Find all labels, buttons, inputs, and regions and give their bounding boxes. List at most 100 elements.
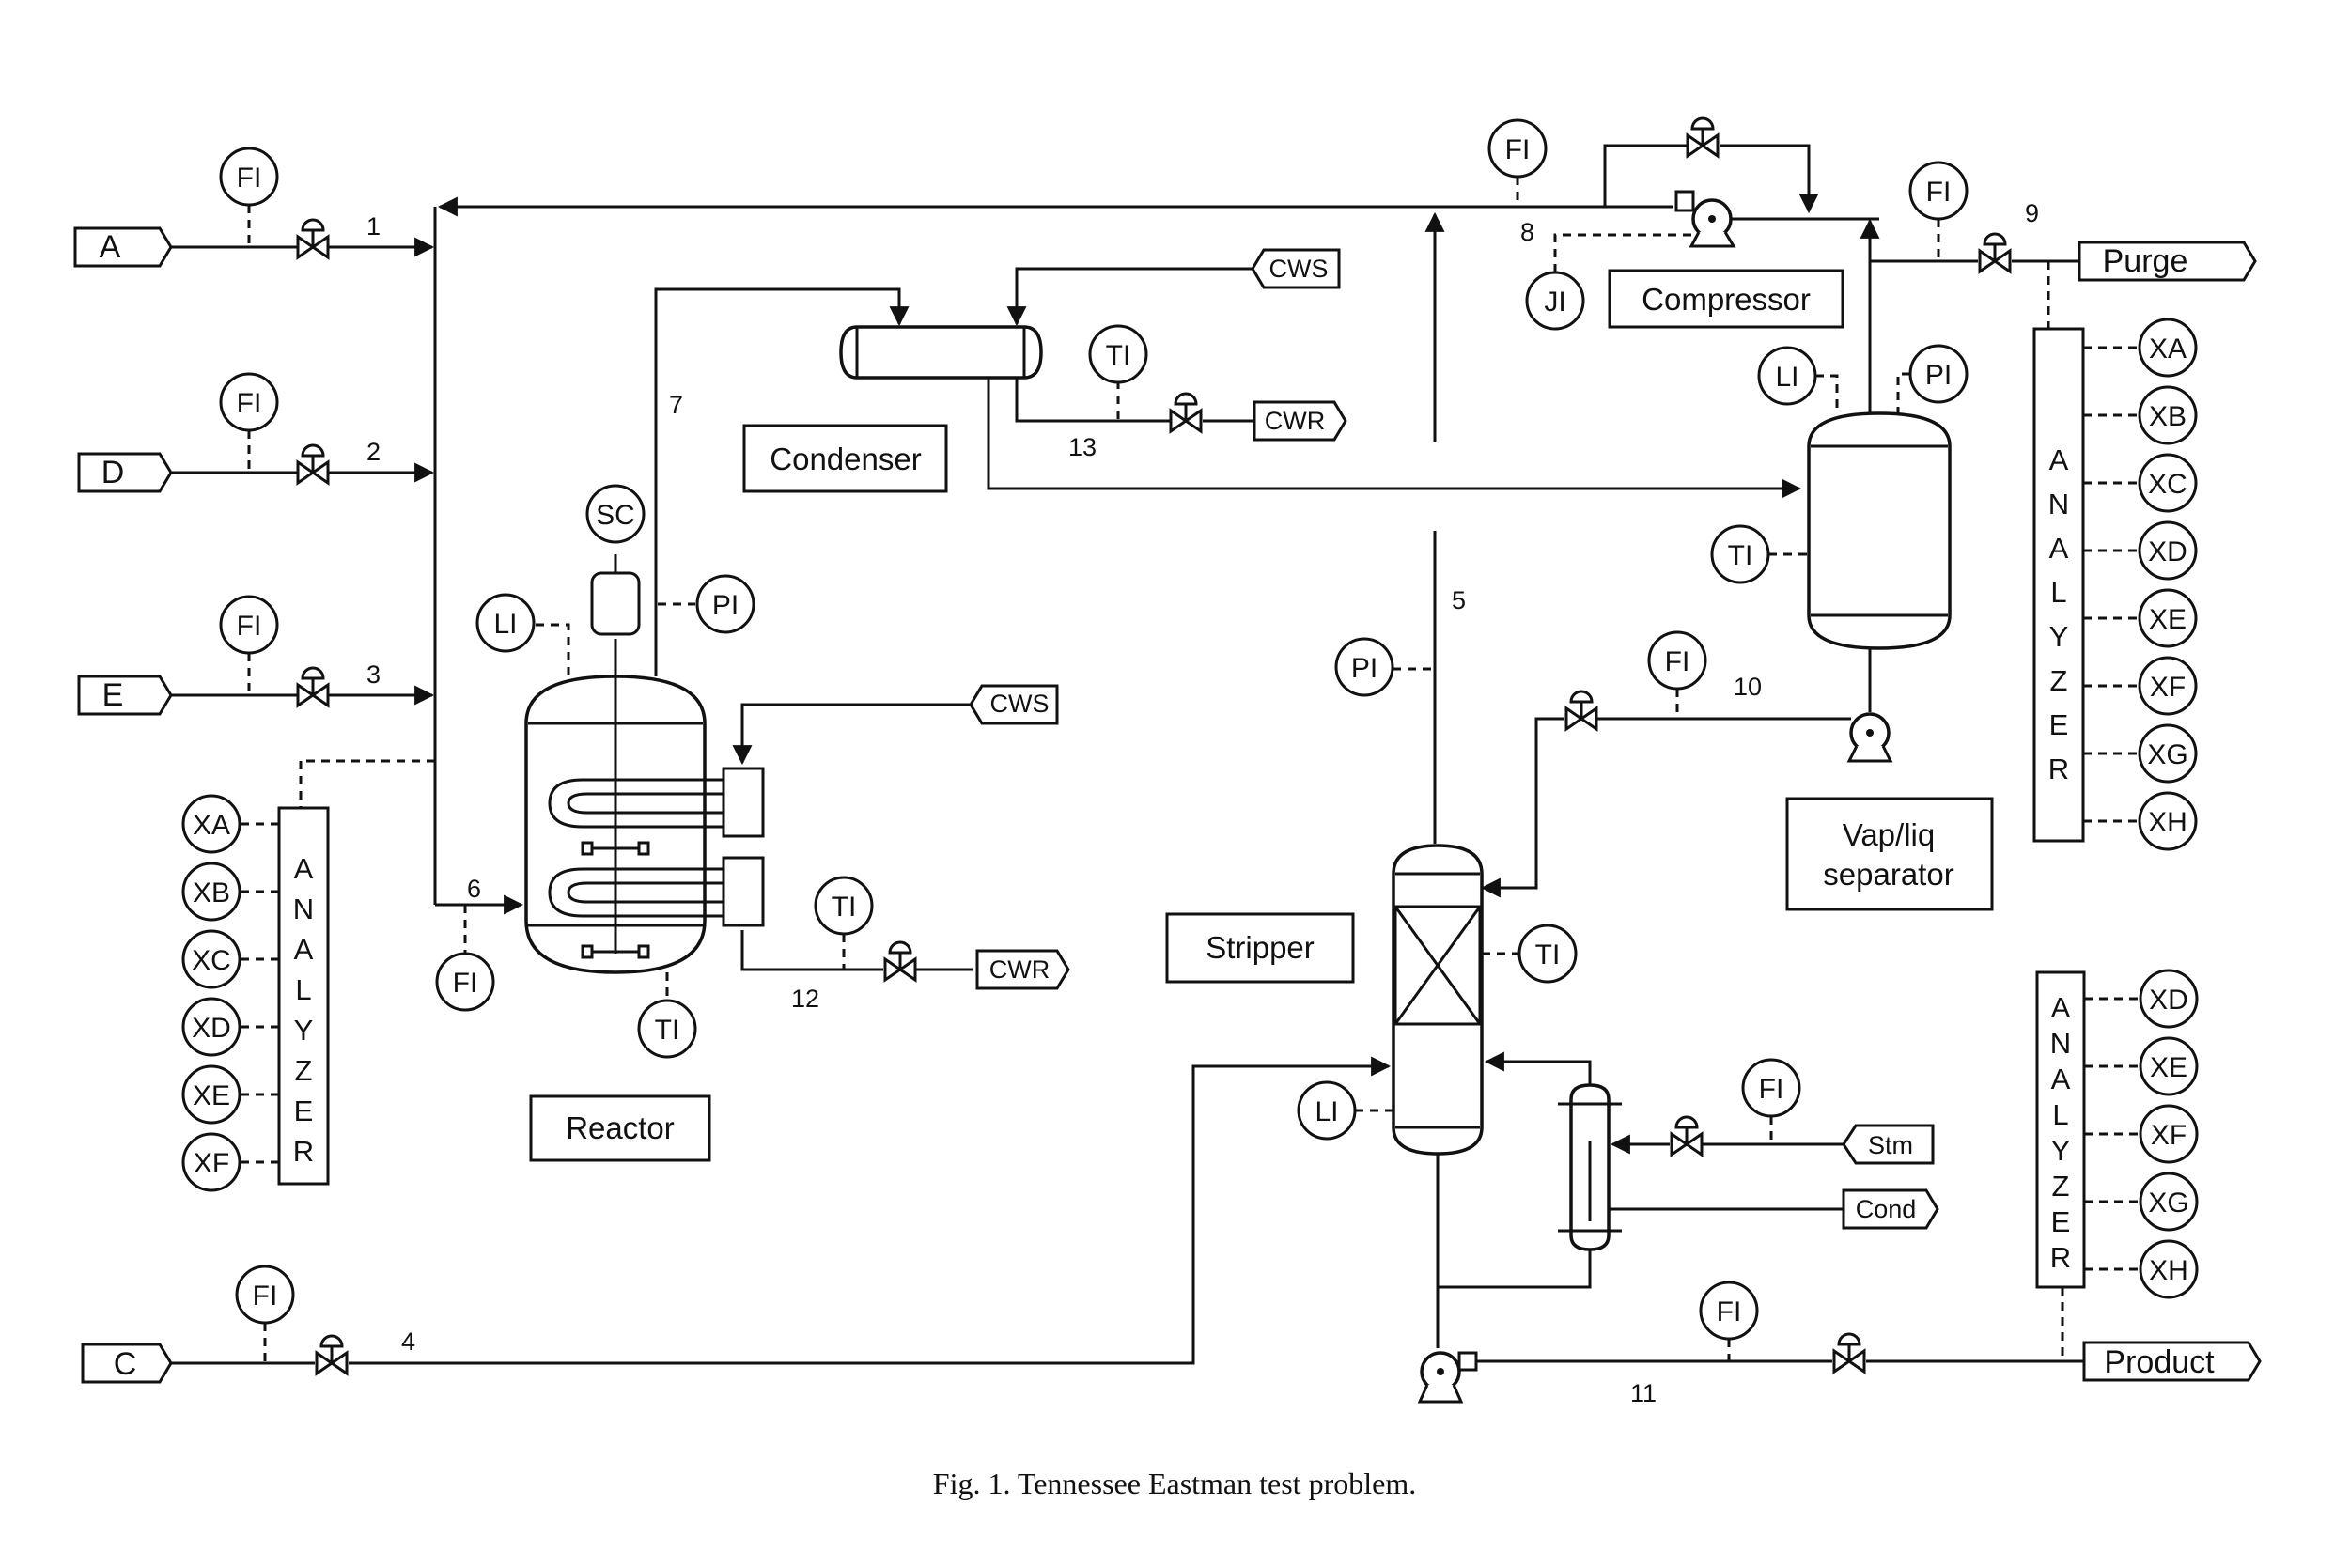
analyzer-letter: Z	[2052, 1170, 2070, 1203]
analyzer-component-bubble	[181, 1064, 241, 1125]
svg-text:FI: FI	[1717, 1296, 1742, 1327]
svg-text:TI: TI	[1728, 540, 1753, 571]
pi-stripper: PI	[1334, 637, 1394, 697]
cws-condenser-box	[1251, 248, 1341, 289]
feed-c-label: C	[114, 1346, 137, 1382]
figure-caption: Fig. 1. Tennessee Eastman test problem.	[933, 1467, 1416, 1500]
feed-d-line	[77, 430, 435, 493]
pi-sep-link	[1896, 372, 1910, 413]
cwr-condenser-box	[1253, 400, 1347, 442]
analyzer-component-bubble	[2139, 1036, 2199, 1096]
analyzer-letter: Y	[294, 1014, 314, 1047]
analyzer-letter: L	[2052, 1098, 2068, 1131]
li-separator: LI	[1757, 346, 1817, 406]
analyzer-letter: L	[2050, 576, 2066, 609]
stream-12-number: 12	[791, 985, 819, 1013]
analyzer-component-bubble	[2138, 723, 2198, 784]
stream-6-number: 6	[467, 875, 481, 903]
svg-text:TI: TI	[1106, 340, 1131, 371]
analyzer-letter: R	[2050, 1241, 2071, 1274]
stream-3-number: 3	[366, 660, 381, 689]
analyzer-letter: A	[2049, 532, 2069, 565]
analyzer-component-label: XE	[193, 1080, 230, 1111]
purge-analyzer	[2032, 327, 2085, 843]
feed-e-label: E	[102, 677, 124, 713]
compressor	[1674, 190, 1879, 248]
ti-separator: TI	[1710, 524, 1770, 584]
analyzer-letter: A	[2051, 1063, 2071, 1095]
compressor-bypass-out	[1720, 144, 1819, 214]
analyzer-component-label: XD	[192, 1013, 231, 1044]
analyzer-letter: N	[2050, 1027, 2071, 1060]
stream-10-number: 10	[1734, 673, 1762, 701]
condenser-label-box: Condenser	[742, 424, 948, 493]
cond-label: Cond	[1856, 1195, 1917, 1223]
fi-stream-10: FI	[1647, 630, 1707, 691]
analyzer-component-label: XC	[192, 945, 231, 976]
svg-text:Stripper: Stripper	[1206, 930, 1315, 965]
analyzer-component-label: XH	[2148, 807, 2187, 838]
stream-1-number: 1	[366, 212, 381, 241]
product-box	[2082, 1341, 2262, 1382]
fi-feed-e: FI	[219, 595, 279, 655]
svg-text:Condenser: Condenser	[770, 442, 921, 476]
analyzer-component-label: XD	[2149, 985, 2188, 1016]
product-analyzer	[2035, 970, 2086, 1289]
analyzer-letter: E	[2049, 708, 2069, 741]
ti-reactor-cooling: TI	[814, 876, 874, 936]
svg-text:TI: TI	[1535, 939, 1561, 970]
stream-4-number: 4	[401, 1327, 415, 1356]
analyzer-component-bubble	[2139, 1104, 2199, 1164]
analyzer-component-bubble	[181, 794, 241, 854]
svg-text:SC: SC	[596, 500, 635, 531]
stream-8-number: 8	[1520, 218, 1534, 246]
sc-instrument: SC	[585, 484, 646, 544]
li-reactor: LI	[475, 593, 536, 653]
analyzer-component-label: XD	[2148, 536, 2187, 567]
compressor-bypass-in	[1603, 144, 1687, 207]
analyzer-component-label: XB	[2149, 401, 2187, 432]
fi-feed-d: FI	[219, 372, 279, 432]
reactor-cooling-lines	[732, 684, 1070, 990]
valve-condenser-cw	[1169, 392, 1203, 433]
cws-condenser-label: CWS	[1269, 255, 1329, 283]
feed-a-label: A	[100, 229, 121, 265]
fi-recycle: FI	[1487, 118, 1548, 179]
analyzer-component-label: XG	[2147, 739, 2187, 770]
analyzer-component-label: XG	[2148, 1188, 2188, 1219]
ti-stripper: TI	[1517, 924, 1578, 984]
analyzer-component-label: XC	[2148, 469, 2187, 500]
analyzer-component-bubble	[181, 997, 241, 1057]
svg-text:FI: FI	[1759, 1074, 1784, 1105]
svg-text:FI: FI	[1505, 134, 1531, 165]
analyzer-component-label: XE	[2149, 604, 2187, 635]
svg-text:Compressor: Compressor	[1642, 282, 1811, 317]
analyzer-letter: Y	[2051, 1134, 2071, 1167]
analyzer-component-bubble	[2138, 318, 2198, 378]
stream-7-line	[654, 287, 910, 676]
analyzer-letter: A	[2051, 991, 2071, 1024]
separator-label-box: Vap/liq separator	[1785, 797, 1994, 911]
li-reactor-link	[536, 623, 570, 681]
analyzer-letter: L	[295, 973, 311, 1006]
feed-d-label: D	[101, 455, 125, 490]
feed-c-line	[81, 1056, 1392, 1384]
svg-text:LI: LI	[1775, 362, 1798, 393]
stream-11-number: 11	[1630, 1379, 1657, 1407]
analyzer-component-bubble	[181, 862, 241, 922]
reboiler	[1438, 1051, 1844, 1289]
analyzer-letter: A	[294, 852, 314, 885]
analyzer-component-bubble	[2139, 1172, 2199, 1232]
analyzer-letter: E	[2051, 1205, 2071, 1238]
cwr-condenser-label: CWR	[1265, 407, 1325, 435]
svg-text:Vap/liq: Vap/liq	[1843, 817, 1935, 852]
analyzer-component-bubble	[181, 1132, 241, 1192]
pi-separator: PI	[1908, 344, 1969, 404]
condenser-outlet-line	[987, 378, 1802, 499]
svg-text:JI: JI	[1544, 287, 1565, 318]
condenser-cwr-line	[1015, 378, 1170, 423]
cond-box	[1842, 1188, 1939, 1230]
